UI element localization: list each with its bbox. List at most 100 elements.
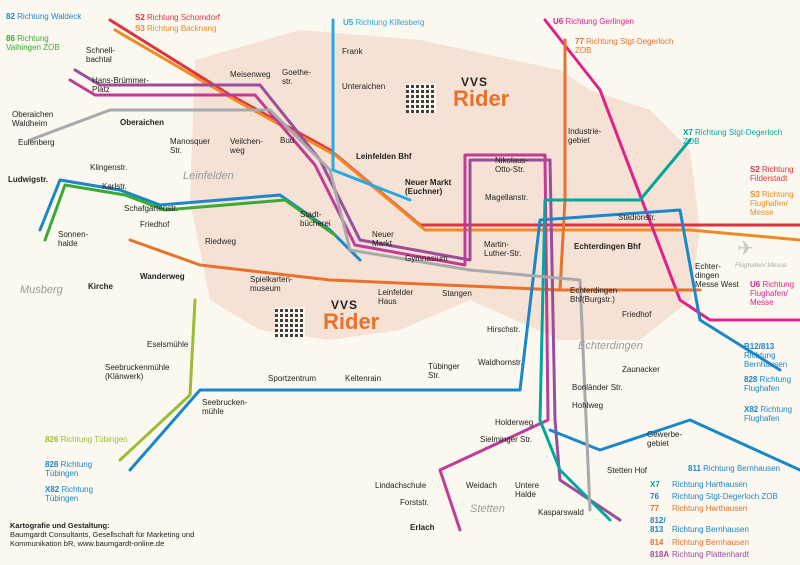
stop-zaunacker: Zaunacker xyxy=(622,365,660,374)
stop-forststr: Forststr. xyxy=(400,498,429,507)
stop-neuer-markt: Neuer Markt xyxy=(372,230,394,248)
direction-text: Richtung Flughafen/ Messe xyxy=(750,190,794,217)
direction-s2-schorndorf: S2 Richtung Schorndorf xyxy=(135,13,220,22)
qr-code xyxy=(275,307,305,337)
stop-neuer-markt-euchner: Neuer Markt (Euchner) xyxy=(405,178,452,196)
stop-friedhof-echterdingen: Friedhof xyxy=(622,310,652,319)
stop-gymnasium: Gymnasium xyxy=(405,254,448,263)
direction-text: Richtung Tübingen xyxy=(45,485,94,503)
direction-x82-tuebingen: X82 Richtung Tübingen xyxy=(45,485,105,503)
stop-leinfelder-haus: Leinfelder Haus xyxy=(378,288,414,306)
direction-828-tuebingen: 828 Richtung Tübingen xyxy=(45,460,105,478)
direction-s2-filderstadt: S2 Richtung Filderstadt xyxy=(750,165,798,183)
direction-u5-killesberg: U5 Richtung Killesberg xyxy=(343,18,424,27)
stop-spielkartenmuseum: Spielkarten-museum xyxy=(250,275,293,293)
stop-meisenweg: Meisenweg xyxy=(230,70,271,79)
direction-text: Richtung Bernhausen xyxy=(672,538,749,547)
s-bahn-s3 xyxy=(113,28,800,242)
vvs-rider-logo: VVS Rider xyxy=(445,75,535,145)
airport-label: Flughafen/ Messe xyxy=(735,262,787,269)
night-n18-line xyxy=(28,108,592,512)
bus-x7-line xyxy=(538,138,692,522)
direction-77-harthausen: 77 Richtung Harthausen xyxy=(650,504,747,513)
stop-echterdingen-bhf-burgstr: Echterdingen Bhf(Burgstr.) xyxy=(570,286,618,304)
direction-text: Richtung Backnang xyxy=(147,24,217,33)
stop-unteraichen: Unteraichen xyxy=(342,82,386,91)
direction-x7-harthausen: X7 Richtung Harthausen xyxy=(650,480,747,489)
rider-name: Rider xyxy=(323,309,380,334)
route-number: S2 xyxy=(750,165,760,174)
stop-eselsmuehle: Eselsmühle xyxy=(147,340,189,349)
direction-text: Richtung Stgt-Degerloch ZOB xyxy=(575,37,674,55)
direction-text: Richtung Stgt-Degerloch ZOB xyxy=(683,128,783,146)
direction-86-vaihingen: 86 Richtung Vaihingen ZOB xyxy=(6,34,66,52)
direction-text: Richtung Gerlingen xyxy=(565,17,634,26)
direction-text: Richtung Waldeck xyxy=(17,12,82,21)
stop-sonnenhalde: Sonnen-halde xyxy=(58,230,89,248)
route-number: 77 xyxy=(650,504,659,513)
stop-friedhof-leinfelden: Friedhof xyxy=(140,220,170,229)
u6-line xyxy=(543,18,800,322)
direction-text: Richtung Harthausen xyxy=(672,480,748,489)
stop-seebruckenmuehle-klaerwerk: Seebruckenmühle (Klänwerk) xyxy=(105,363,170,381)
route-number: 826 xyxy=(45,435,59,444)
direction-text: Richtung Bernhausen xyxy=(744,351,788,369)
stop-sportzentrum: Sportzentrum xyxy=(268,374,317,383)
rider-brand: VVS xyxy=(461,75,489,89)
credit-body: Baumgardt Consultants, Gesellschaft für … xyxy=(10,530,195,548)
credit-heading: Kartografie und Gestaltung: xyxy=(10,521,110,530)
stop-hans-bruemmer-platz: Hans-Brümmer-Platz xyxy=(92,76,149,94)
route-number: X7 xyxy=(650,480,660,489)
direction-u6-gerlingen: U6 Richtung Gerlingen xyxy=(553,17,634,26)
route-number: 812/ 813 xyxy=(650,516,666,534)
route-number: 811 xyxy=(688,464,701,473)
stop-riedweg: Riedweg xyxy=(205,237,237,246)
stop-klingenstr: Klingenstr. xyxy=(90,163,128,172)
route-number: 814 xyxy=(650,538,664,547)
direction-828-flughafen: 828 Richtung Flughafen xyxy=(744,375,798,393)
vvs-rider-area xyxy=(190,30,700,340)
direction-82-waldeck: 82 Richtung Waldeck xyxy=(6,12,81,21)
stop-schafgartenstr: Schafgartenstr. xyxy=(124,204,178,213)
stop-frank: Frank xyxy=(342,47,363,56)
stop-bud: Bud xyxy=(280,136,295,145)
direction-text: Richtung Harthausen xyxy=(672,504,748,513)
area-label-leinfelden: Leinfelden xyxy=(183,170,234,182)
stop-kasparswald: Kasparswald xyxy=(538,508,584,517)
map-credit: Kartografie und Gestaltung: Baumgardt Co… xyxy=(10,521,210,548)
u5-line xyxy=(331,18,412,202)
stop-goethestr: Goethe-str. xyxy=(282,68,311,86)
direction-text: Richtung Bernhausen xyxy=(703,464,781,473)
stop-nikolaus-otto-str: Nikolaus-Otto-Str. xyxy=(495,156,529,174)
direction-text: Richtung Plattenhardt xyxy=(672,550,749,559)
stop-lindachschule: Lindachschule xyxy=(375,481,427,490)
stop-karlstr: Karlstr. xyxy=(102,182,127,191)
stop-echterdingen-messe-west: Echter-dingen Messe West xyxy=(695,262,739,289)
bus-818-line xyxy=(73,68,622,522)
route-number: S3 xyxy=(750,190,760,199)
direction-text: Richtung Flughafen xyxy=(744,375,792,393)
direction-x7-degerloch: X7 Richtung Stgt-Degerloch ZOB xyxy=(683,128,793,146)
stop-weidach: Weidach xyxy=(466,481,497,490)
bus-828-line xyxy=(128,208,782,472)
direction-826-tuebingen: 826 Richtung Tübingen xyxy=(45,435,128,444)
airplane-icon: ✈ xyxy=(737,238,754,260)
rider-name: Rider xyxy=(453,86,510,111)
route-number: U5 xyxy=(343,18,354,27)
area-label-echterdingen: Echterdingen xyxy=(578,340,643,352)
route-number: X82 xyxy=(45,485,60,494)
route-number: U6 xyxy=(750,280,761,289)
route-number: 76 xyxy=(650,492,659,501)
qr-code xyxy=(406,83,436,113)
direction-811-bernhausen: 811 Richtung Bernhausen xyxy=(688,464,780,473)
route-number: U6 xyxy=(553,17,564,26)
route-number: 77 xyxy=(575,37,584,46)
direction-814-bernhausen: 814 Richtung Bernhausen xyxy=(650,538,749,547)
stop-keltenrain: Keltenrain xyxy=(345,374,382,383)
stop-manosquer-str: Manosquer Str. xyxy=(170,137,211,155)
stop-hohlweg: Hohlweg xyxy=(572,401,604,410)
stop-wanderweg: Wanderweg xyxy=(140,272,185,281)
